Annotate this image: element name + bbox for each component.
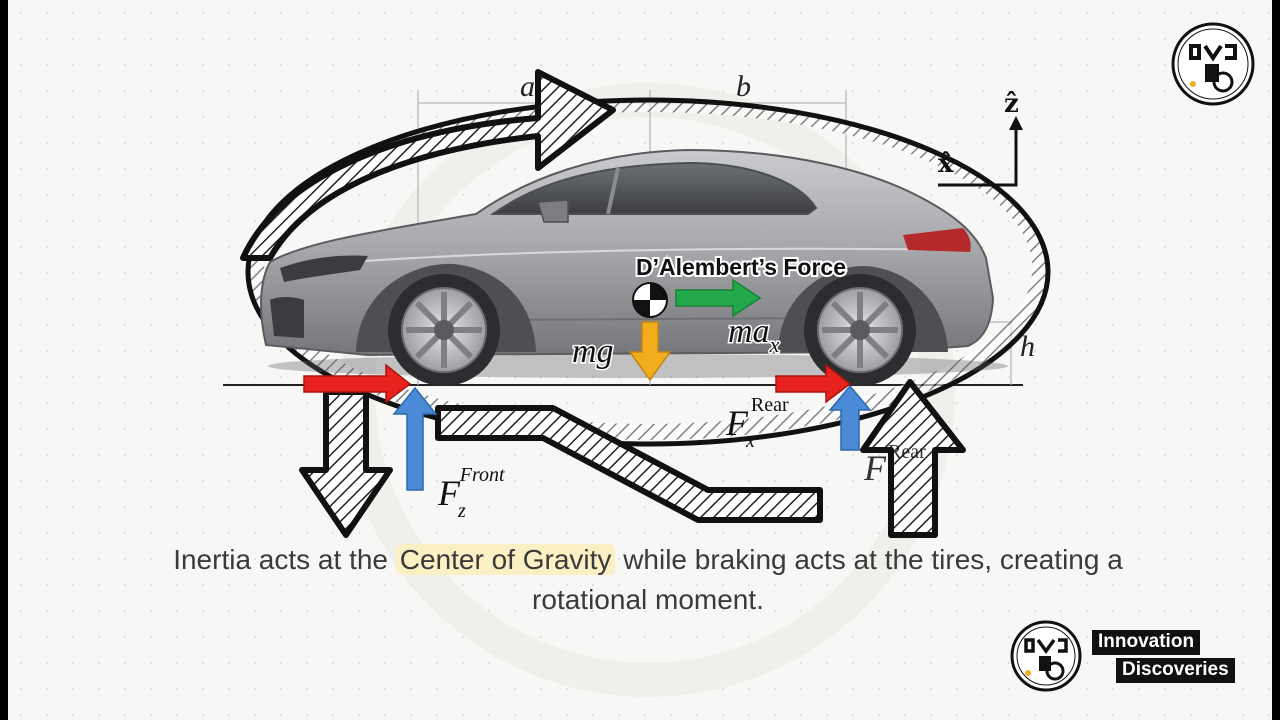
brand-badge: Innovation Discoveries bbox=[1008, 620, 1248, 695]
slide: ẑ x̂ a b h D’Alembert’s Force mg max FzF… bbox=[8, 0, 1272, 720]
rear-braking-force-label: FxRear bbox=[725, 394, 789, 452]
caption-text-end: while braking acts at the tires, creatin… bbox=[532, 544, 1123, 615]
rear-normal-force-arrow bbox=[828, 384, 872, 451]
axis-z-label: ẑ bbox=[1004, 89, 1019, 119]
dalembert-force-label: D’Alembert’s Force bbox=[636, 254, 846, 280]
inertia-arrow bbox=[675, 278, 762, 318]
axis-x-label: x̂ bbox=[938, 149, 954, 179]
rear-wheel bbox=[804, 274, 916, 386]
load-transfer-up-arrow bbox=[860, 379, 966, 538]
brand-line-2: Discoveries bbox=[1116, 658, 1235, 683]
load-transfer-down-arrow bbox=[299, 389, 393, 538]
weight-label: mg bbox=[572, 333, 614, 370]
moment-ellipse bbox=[245, 97, 1051, 447]
rear-braking-arrow bbox=[775, 363, 852, 404]
brand-line-1: Innovation bbox=[1092, 630, 1201, 655]
front-normal-force-arrow bbox=[392, 386, 438, 491]
gravity-arrow bbox=[628, 321, 672, 382]
front-wheel bbox=[388, 274, 500, 386]
caption-text-start: Inertia acts at the bbox=[173, 544, 396, 575]
car-illustration bbox=[260, 148, 1008, 386]
rotation-arrow-bottom bbox=[435, 405, 823, 523]
dimension-h-label: h bbox=[1020, 330, 1035, 363]
caption-highlight-cg: Center of Gravity bbox=[395, 544, 616, 575]
rotation-arrow-top bbox=[240, 69, 616, 261]
inertial-force-label: max bbox=[728, 313, 780, 357]
brand-logo-icon bbox=[1010, 620, 1082, 692]
braking-diagram: ẑ x̂ a b h D’Alembert’s Force mg max FzF… bbox=[223, 22, 1255, 697]
front-normal-force-label: FzFront bbox=[437, 464, 505, 522]
coordinate-axes bbox=[938, 116, 1023, 187]
center-of-gravity-icon bbox=[632, 282, 668, 318]
caption: Inertia acts at the Center of Gravity wh… bbox=[128, 540, 1168, 620]
front-braking-arrow bbox=[303, 363, 412, 404]
innovation-discoveries-logo bbox=[1171, 22, 1255, 106]
dimension-b-label: b bbox=[736, 70, 751, 103]
dimension-a-label: a bbox=[520, 70, 535, 103]
